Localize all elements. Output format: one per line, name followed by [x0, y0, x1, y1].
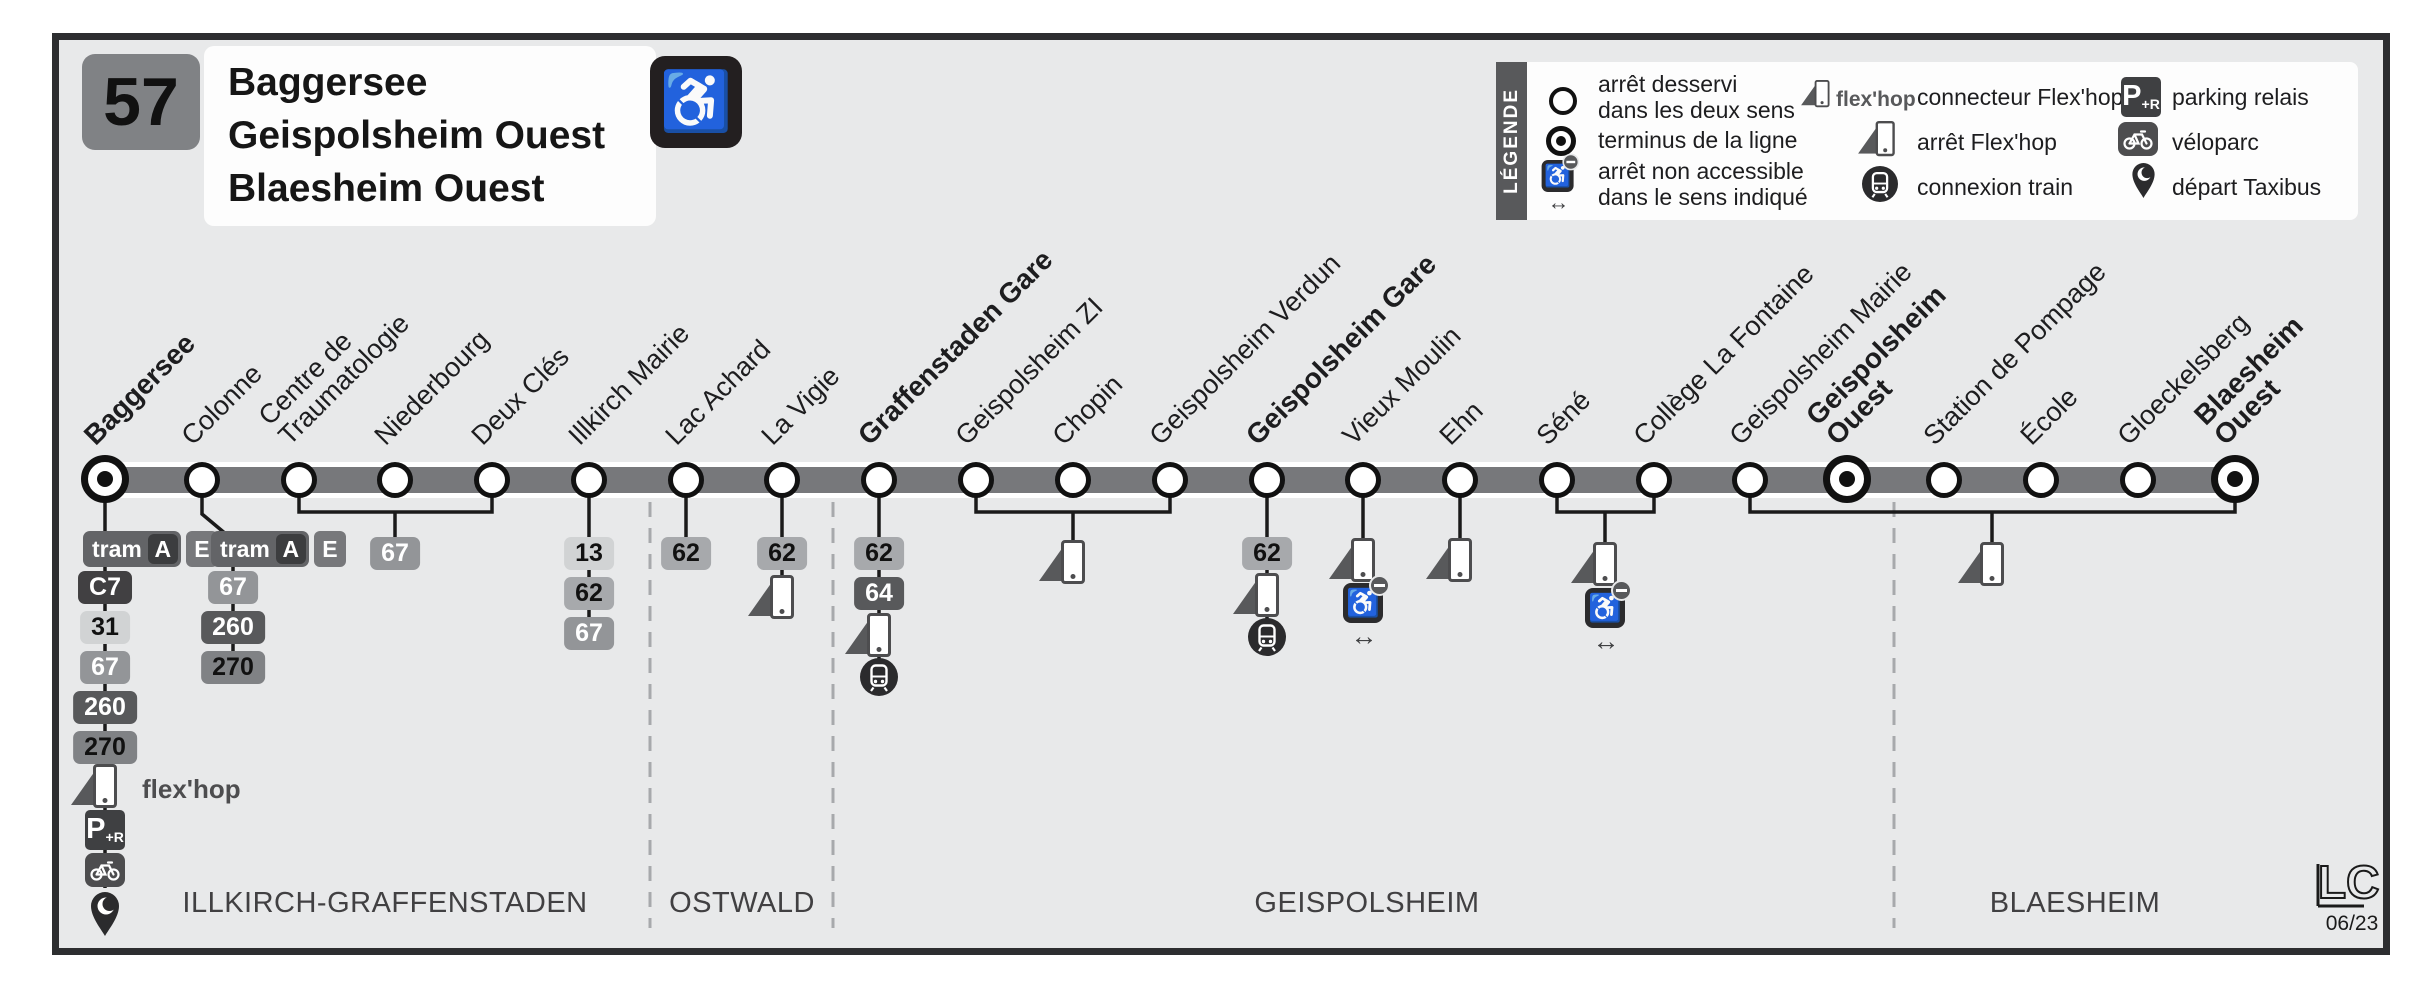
minus-icon: [1611, 580, 1632, 601]
stop-marker: [1055, 462, 1091, 498]
legend-item-label: arrêt desservi dans les deux sens: [1598, 71, 1795, 123]
parking-relais-icon: P+R: [2121, 77, 2161, 117]
terminus-marker: [1823, 455, 1871, 503]
bus-line-badge: 67: [370, 537, 420, 570]
title-line: Blaesheim Ouest: [228, 167, 545, 210]
bus-line-badge: 67: [80, 651, 130, 684]
tram-line-a-badge: A: [275, 534, 306, 564]
stop-marker: [668, 462, 704, 498]
commune-label: BLAESHEIM: [1989, 887, 2161, 919]
stop-marker: [184, 462, 220, 498]
legend-item-label: arrêt Flex'hop: [1917, 129, 2057, 155]
flexhop-icon: [1858, 121, 1895, 157]
legend-item-label: arrêt non accessible dans le sens indiqu…: [1598, 158, 1808, 210]
stop-marker: [1442, 462, 1478, 498]
terminus-circle-icon: [1546, 126, 1576, 156]
flexhop-icon: [1801, 80, 1830, 108]
map-date: 06/23: [2325, 912, 2379, 935]
flexhop-connector-label: flex'hop: [142, 774, 241, 804]
wheelchair-icon: ♿: [659, 69, 733, 134]
legend-panel: [1527, 62, 2358, 220]
stop-marker: [1152, 462, 1188, 498]
legend-item-label: parking relais: [2172, 84, 2309, 110]
title-line: Baggersee: [228, 61, 428, 104]
bidirectional-arrow-icon: ↔: [1547, 190, 1570, 215]
bus-line-badge: 62: [1242, 537, 1292, 570]
stop-marker: [1345, 462, 1381, 498]
flexhop-icon: [1233, 573, 1279, 617]
bus-line-badge: 62: [661, 537, 711, 570]
wheelchair-accessible-badge: ♿: [650, 56, 742, 148]
bus-line-badge: 62: [757, 537, 807, 570]
bus-line-badge: 270: [201, 651, 265, 684]
flexhop-icon: [748, 575, 794, 619]
bus-line-badge: 260: [73, 691, 137, 724]
tram-line-e-badge: E: [313, 531, 346, 567]
flexhop-icon: [845, 613, 891, 657]
bus-line-badge: 67: [208, 571, 258, 604]
stop-marker: [1249, 462, 1285, 498]
stop-marker: [1539, 462, 1575, 498]
commune-label: ILLKIRCH-GRAFFENSTADEN: [182, 887, 588, 919]
terminus-marker: [81, 455, 129, 503]
parking-relais-icon: P+R: [85, 810, 125, 850]
flexhop-icon: [1329, 538, 1375, 582]
flexhop-connector-icon: [71, 764, 117, 808]
tram-label: tram: [220, 535, 270, 562]
not-accessible-icon: ♿ ↔: [1341, 575, 1390, 651]
bus-line-badge: C7: [78, 571, 132, 604]
bidirectional-arrow-icon: ↔: [1350, 621, 1378, 651]
not-accessible-icon: ♿ ↔: [1583, 580, 1632, 656]
bus-line-badge: 62: [854, 537, 904, 570]
page-title: Baggersee Geispolsheim Ouest Blaesheim O…: [204, 46, 656, 226]
stop-marker: [1926, 462, 1962, 498]
flexhop-icon: [1039, 540, 1085, 584]
legend-item-label: véloparc: [2172, 129, 2259, 155]
legend-title-bar: LÉGENDE: [1496, 62, 1527, 220]
stop-marker: [1636, 462, 1672, 498]
logo-text: LC: [2318, 856, 2379, 908]
legend-item-label: connecteur Flex'hop: [1917, 84, 2124, 110]
not-accessible-icon: ♿ ↔: [1540, 153, 1580, 215]
tram-connection-badge: tram A E: [83, 531, 218, 567]
stop-marker: [2120, 462, 2156, 498]
stop-marker: [377, 462, 413, 498]
stop-marker: [474, 462, 510, 498]
stop-marker: [764, 462, 800, 498]
flexhop-icon: [1958, 542, 2004, 586]
tram-label: tram: [92, 535, 142, 562]
legend-item-label: terminus de la ligne: [1598, 127, 1798, 153]
bus-line-badge: 67: [564, 617, 614, 650]
commune-label: GEISPOLSHEIM: [1254, 887, 1480, 919]
stop-marker: [2023, 462, 2059, 498]
stop-marker: [958, 462, 994, 498]
flexhop-icon: [1426, 538, 1472, 582]
bus-line-badge: 64: [854, 577, 904, 610]
tram-line-a-badge: A: [147, 534, 178, 564]
stop-marker: [281, 462, 317, 498]
publisher-logo: LC: [2312, 854, 2390, 917]
stop-marker: [861, 462, 897, 498]
terminus-marker: [2211, 455, 2259, 503]
commune-label: OSTWALD: [669, 887, 815, 919]
legend-item-label: départ Taxibus: [2172, 174, 2322, 200]
title-line: Geispolsheim Ouest: [228, 114, 606, 157]
minus-icon: [1369, 575, 1390, 596]
bidirectional-arrow-icon: ↔: [1592, 626, 1620, 656]
legend-item-label: connexion train: [1917, 174, 2073, 200]
stop-marker: [1732, 462, 1768, 498]
line-number-badge: 57: [82, 54, 200, 150]
bus-line-badge: 62: [564, 577, 614, 610]
bus-line-badge: 31: [80, 611, 130, 644]
flexhop-word: flex'hop: [1836, 88, 1916, 111]
stop-marker: [571, 462, 607, 498]
minus-icon: [1562, 153, 1580, 171]
tram-connection-badge: tram A E: [211, 531, 346, 567]
flexhop-icon: [1571, 542, 1617, 586]
bus-line-badge: 260: [201, 611, 265, 644]
bus-line-badge: 13: [564, 537, 614, 570]
bus-line-badge: 270: [73, 731, 137, 764]
stop-circle-icon: [1549, 87, 1577, 115]
legend-title: LÉGENDE: [1500, 88, 1522, 194]
